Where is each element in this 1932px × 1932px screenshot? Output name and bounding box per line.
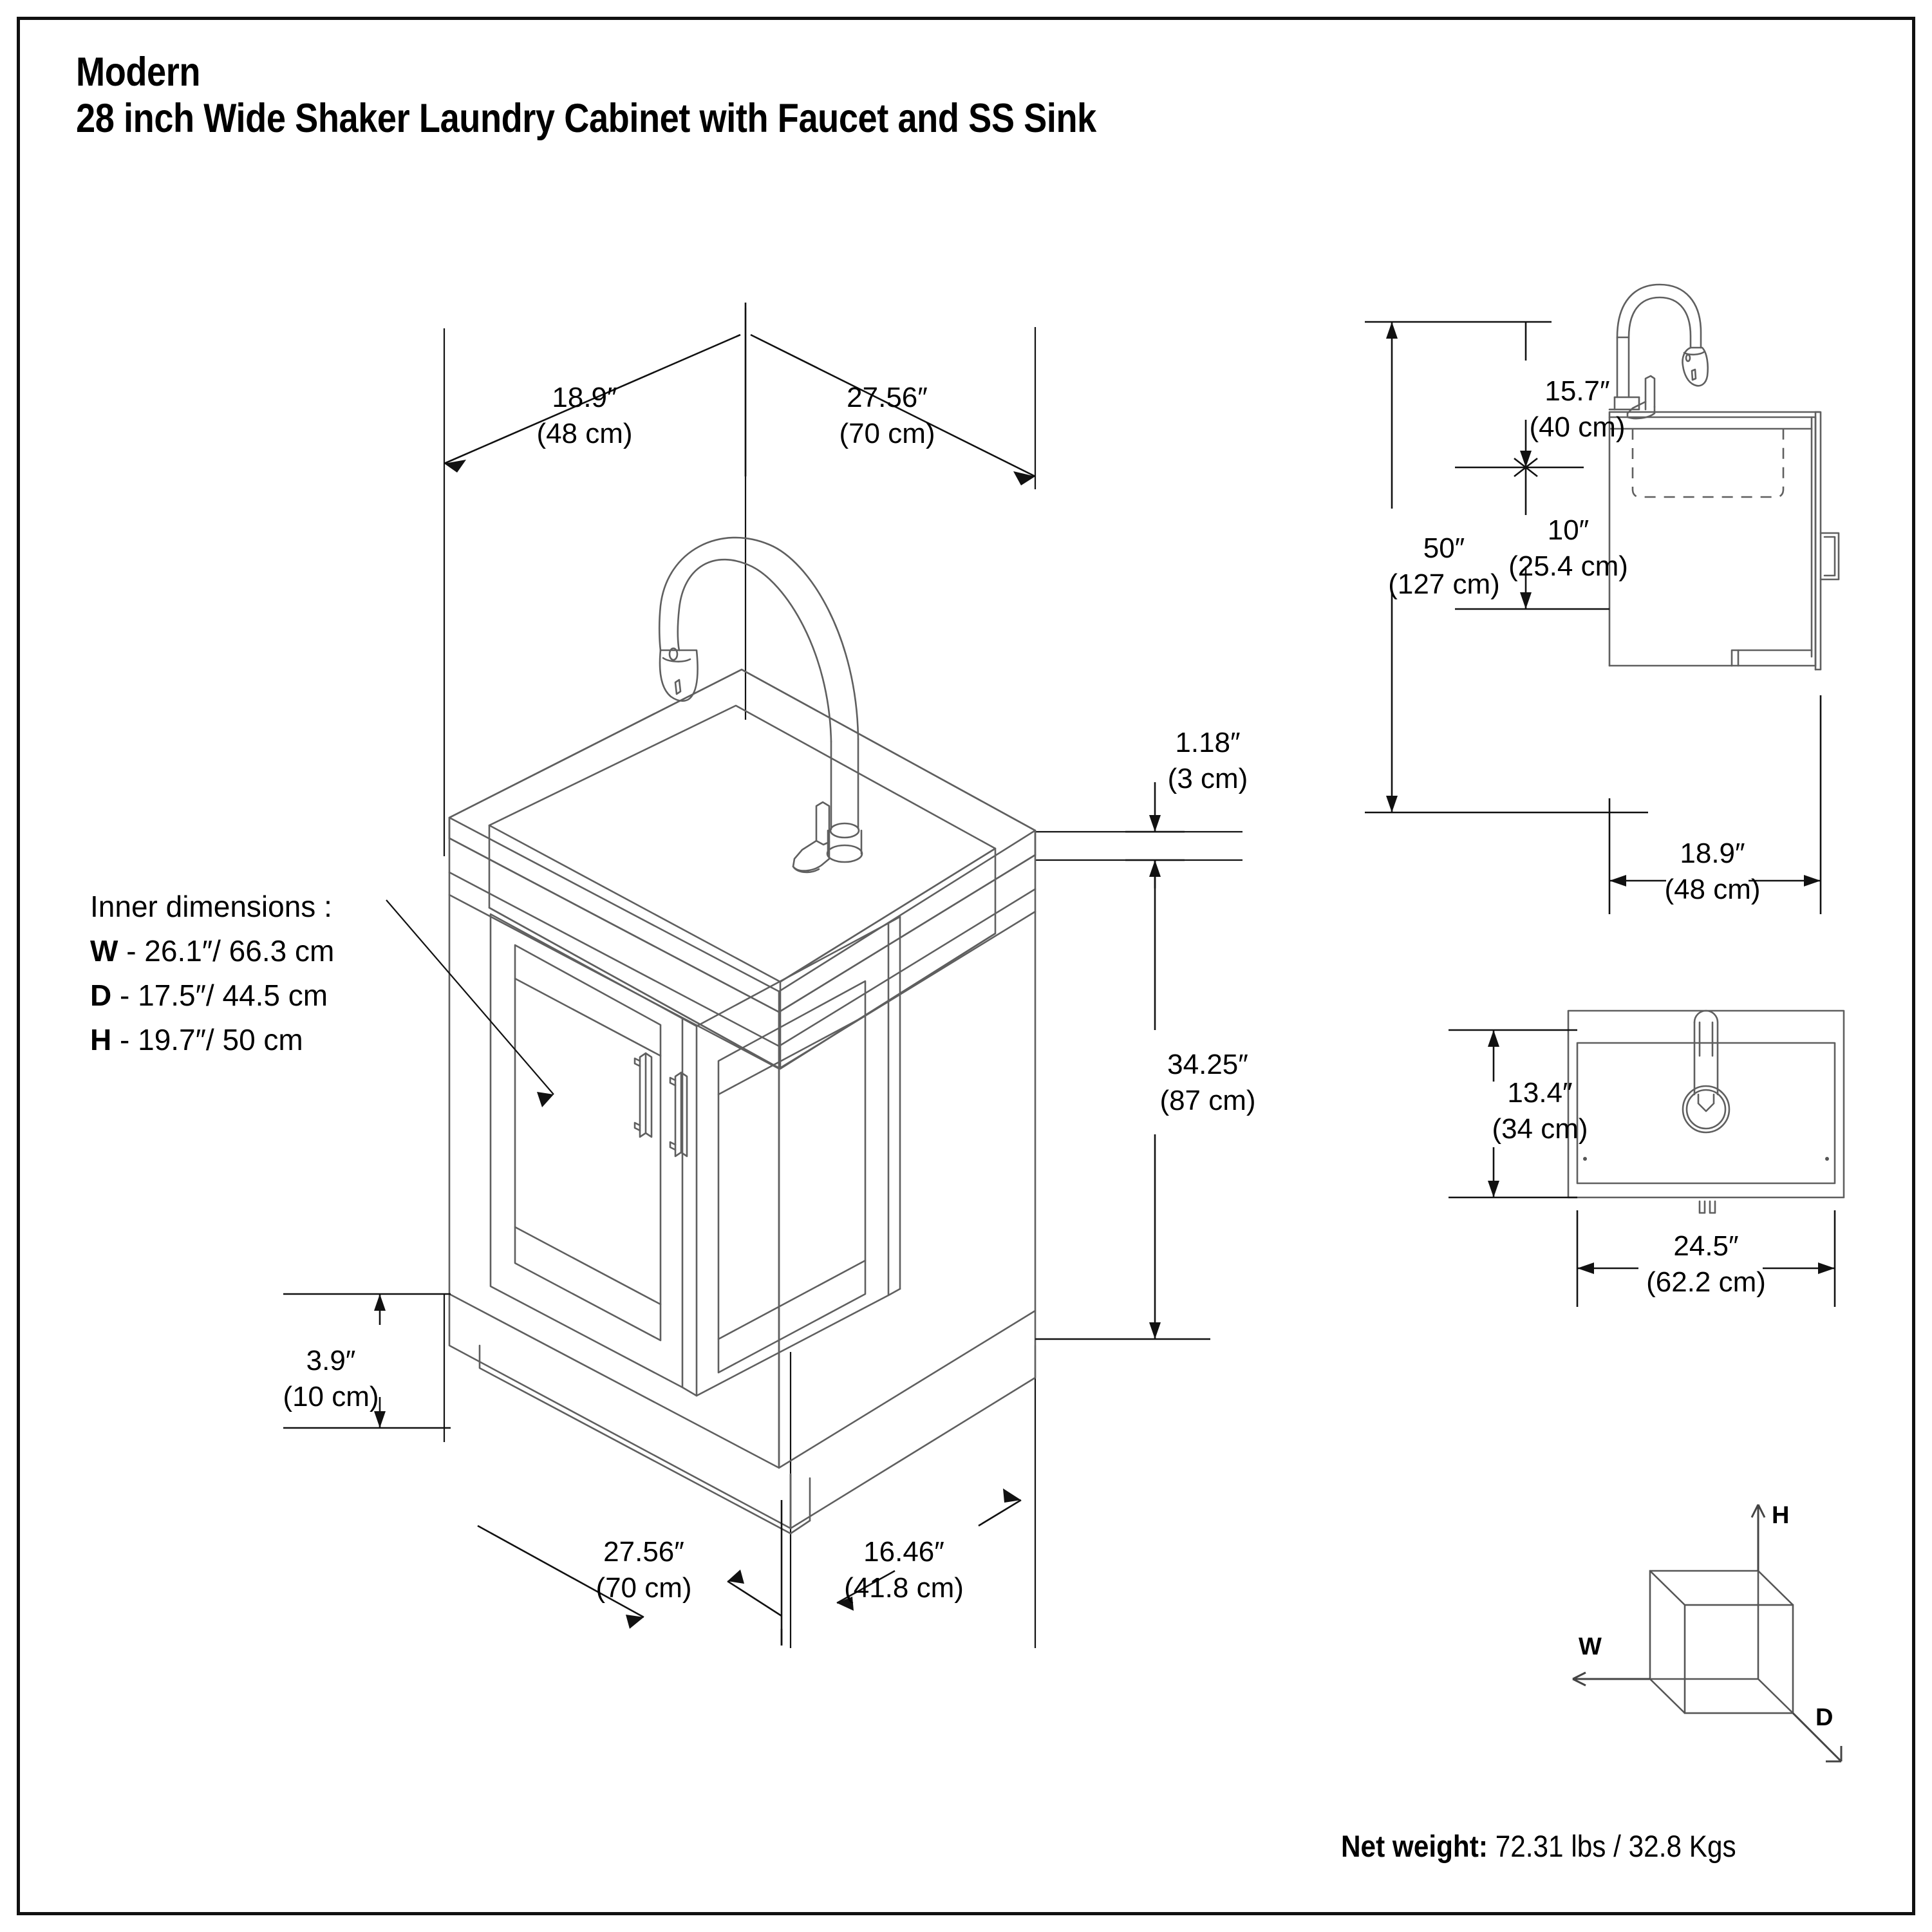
- top-view: 13.4″ (34 cm) 24.5″ (62.2 cm): [1449, 1009, 1845, 1307]
- cube-axes: [1572, 1504, 1843, 1763]
- iso-toekick-cm: (10 cm): [283, 1381, 379, 1412]
- iso-total-height-dimension: [1035, 860, 1210, 1340]
- cabinet-toe-kick: [448, 1293, 1036, 1535]
- inner-dimension-value-w: - 26.1″/ 66.3 cm: [126, 934, 335, 968]
- iso-base-width-inch: 27.56″: [603, 1536, 684, 1568]
- inner-dimension-row-h: H - 19.7″/ 50 cm: [90, 1018, 502, 1062]
- cabinet-shaker-doors: [489, 913, 901, 1397]
- iso-counter-thickness-inch: 1.18″: [1175, 727, 1240, 758]
- inner-dimensions-heading: Inner dimensions :: [90, 890, 332, 923]
- iso-depth-cm: (48 cm): [536, 418, 632, 449]
- faucet-side-view: [1608, 283, 1709, 420]
- net-weight-block: Net weight: 72.31 lbs / 32.8 Kgs: [1341, 1828, 1736, 1864]
- iso-counter-thickness-cm: (3 cm): [1168, 763, 1248, 794]
- side-spout-height-dimension: [1455, 467, 1609, 610]
- side-total-cm: (127 cm): [1388, 568, 1500, 600]
- side-depth-inch: 18.9″: [1680, 838, 1745, 869]
- iso-width-cm: (70 cm): [839, 418, 935, 449]
- inner-dimension-row-d: D - 17.5″/ 44.5 cm: [90, 973, 502, 1018]
- top-depth-cm: (34 cm): [1492, 1113, 1588, 1145]
- side-spout-cm: (25.4 cm): [1508, 550, 1628, 582]
- inner-dimension-value-h: - 19.7″/ 50 cm: [120, 1023, 303, 1056]
- iso-depth-inch: 18.9″: [552, 382, 617, 413]
- side-faucet-cm: (40 cm): [1529, 411, 1625, 443]
- title-block: Modern 28 inch Wide Shaker Laundry Cabin…: [76, 50, 1814, 144]
- axis-cube-diagram: H W D: [1572, 1502, 1843, 1763]
- side-total-height-dimension: [1365, 321, 1648, 814]
- faucet-isometric: [658, 536, 863, 874]
- inner-dimension-row-w: W - 26.1″/ 66.3 cm: [90, 929, 502, 973]
- isometric-cabinet-view: 18.9″ (48 cm) 27.56″ (70 cm): [283, 303, 1256, 1648]
- side-spout-inch: 10″: [1548, 514, 1590, 546]
- sheet-border: [17, 17, 1915, 1915]
- side-view-basin-hidden: [1631, 429, 1785, 498]
- iso-width-inch: 27.56″: [847, 382, 928, 413]
- iso-base-depth-cm: (41.8 cm): [844, 1572, 964, 1604]
- cube-wireframe: [1649, 1570, 1794, 1714]
- inner-dimensions-block: Inner dimensions : W - 26.1″/ 66.3 cm D …: [90, 885, 502, 1062]
- inner-dimensions-leader: [386, 899, 554, 1107]
- axis-label-width: W: [1579, 1633, 1602, 1660]
- iso-toekick-inch: 3.9″: [306, 1345, 356, 1376]
- faucet-top-view: [1682, 1009, 1730, 1214]
- iso-top-dimension-lines: [444, 303, 1036, 485]
- axis-label-height: H: [1772, 1502, 1789, 1529]
- iso-height-cm: (87 cm): [1159, 1085, 1255, 1116]
- side-view-cabinet-outline: [1608, 411, 1840, 671]
- net-weight-label: Net weight:: [1341, 1829, 1488, 1863]
- iso-base-width-cm: (70 cm): [596, 1572, 691, 1604]
- inner-dimension-value-d: - 17.5″/ 44.5 cm: [120, 979, 328, 1012]
- axis-label-depth: D: [1815, 1704, 1833, 1731]
- sink-basin-isometric: [448, 668, 1036, 1070]
- top-width-inch: 24.5″: [1673, 1230, 1738, 1262]
- product-brand: Modern: [76, 50, 201, 95]
- cabinet-door-handles: [633, 1052, 688, 1158]
- top-width-cm: (62.2 cm): [1646, 1266, 1766, 1298]
- top-view-cabinet-outline: [1567, 1009, 1845, 1199]
- net-weight-value: 72.31 lbs / 32.8 Kgs: [1495, 1829, 1736, 1863]
- product-title: 28 inch Wide Shaker Laundry Cabinet with…: [76, 96, 1096, 142]
- iso-toekick-dimension: [283, 1293, 451, 1429]
- side-depth-dimension: [1608, 695, 1822, 914]
- top-depth-inch: 13.4″: [1507, 1077, 1572, 1109]
- top-width-dimension: [1576, 1210, 1836, 1307]
- iso-base-dimension-lines: [477, 1488, 1022, 1646]
- inner-dimension-key-h: H: [90, 1023, 112, 1056]
- iso-base-depth-inch: 16.46″: [863, 1536, 944, 1568]
- side-total-inch: 50″: [1423, 532, 1465, 564]
- side-depth-cm: (48 cm): [1664, 874, 1760, 905]
- iso-projection-lines: [443, 308, 1243, 1648]
- inner-dimension-key-d: D: [90, 979, 112, 1012]
- iso-height-inch: 34.25″: [1167, 1049, 1248, 1080]
- cabinet-body-isometric: [448, 837, 1036, 1469]
- side-faucet-inch: 15.7″: [1544, 375, 1609, 407]
- top-depth-dimension: [1449, 1029, 1577, 1199]
- inner-dimension-key-w: W: [90, 934, 118, 968]
- side-view: 15.7″ (40 cm) 10″ (25.4 cm) 50″ (127: [1365, 283, 1840, 914]
